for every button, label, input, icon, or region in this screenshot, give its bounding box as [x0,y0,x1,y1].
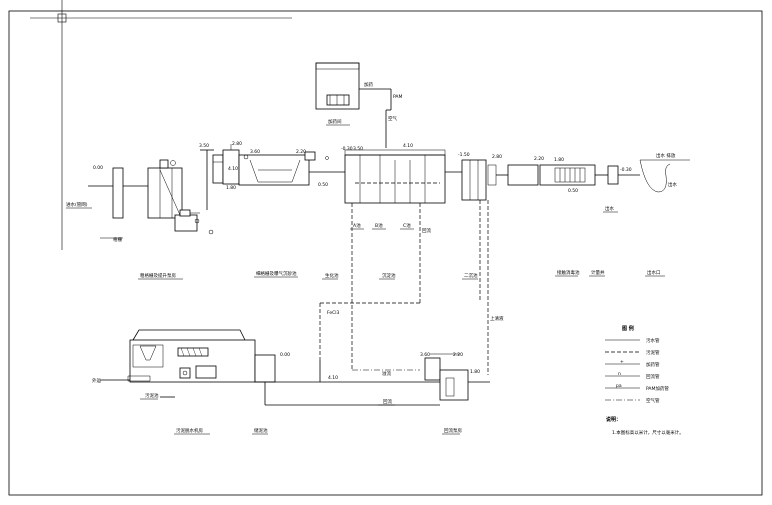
svg-text:4.10: 4.10 [228,166,238,172]
uv-channel [507,164,539,186]
legend: 图 例 污水管 污泥管 + 加药管 n 回流管 pa PAM加药管 空气管 [605,325,669,404]
svg-text:0.50: 0.50 [568,188,578,194]
section-title-7: 计量井 [591,269,605,276]
dewatering-house [129,339,256,383]
svg-text:回流管: 回流管 [646,373,660,380]
svg-text:3.50: 3.50 [353,146,363,152]
svg-text:0.50: 0.50 [318,182,328,188]
svg-text:2.80: 2.80 [232,141,242,147]
screen-well [112,167,124,219]
svg-text:-0.30: -0.30 [620,167,632,173]
svg-text:出水: 出水 [668,181,677,188]
drawing-frame [8,10,763,496]
svg-text:2.20: 2.20 [296,149,306,155]
svg-text:4.10: 4.10 [403,143,413,149]
svg-text:空气: 空气 [388,115,397,122]
svg-text:2.20: 2.20 [534,156,544,162]
clarifier [461,159,487,201]
svg-text:回流: 回流 [422,227,431,234]
pump-label: 格栅 [113,236,122,243]
svg-text:2.80: 2.80 [492,154,502,160]
svg-text:空气管: 空气管 [646,397,660,404]
svg-text:1.80: 1.80 [554,157,564,163]
svg-text:上清液: 上清液 [490,315,504,322]
svg-text:加药: 加药 [364,81,373,88]
b-tank-label: B池 [375,222,383,229]
section-title-1: 粗格栅及提升泵房 [140,272,176,279]
svg-text:0.00: 0.00 [280,352,290,358]
section-title-3: 生化池 [325,272,339,279]
svg-text:3.50: 3.50 [199,143,209,149]
notes-line1: 1.本图标高以米计，尺寸以毫米计。 [612,429,684,436]
svg-text:1.80: 1.80 [470,369,480,375]
meter-well [607,165,619,185]
svg-text:溢流: 溢流 [382,370,391,377]
svg-text:2.20: 2.20 [453,352,463,358]
outfall-channel [639,159,671,193]
svg-text:3.60: 3.60 [250,149,260,155]
section-title-9: 污泥脱水机房 [176,427,203,434]
section-title-5: 二沉池 [464,272,478,279]
svg-text:-0.30: -0.30 [341,146,353,152]
svg-text:pa: pa [616,384,622,389]
svg-text:4.10: 4.10 [328,375,338,381]
svg-text:污泥管: 污泥管 [646,349,660,356]
return-pump-well [424,357,441,381]
svg-text:FeCl3: FeCl3 [327,310,340,316]
inlet-elev: 0.00 [93,165,103,171]
svg-text:加药管: 加药管 [646,361,660,368]
crosshair-cursor-icon [30,0,292,250]
svg-text:-1.50: -1.50 [458,152,470,158]
svg-text:3.60: 3.60 [420,352,430,358]
legend-title: 图 例 [622,325,634,332]
section-title-8: 出水口 [647,269,661,276]
svg-text:PAM: PAM [393,94,403,100]
section-title-2: 细格栅及曝气沉砂池 [256,270,297,277]
svg-text:+: + [620,359,624,365]
svg-text:出水: 出水 [605,205,614,212]
inlet-label: 进水(管网) [66,201,88,208]
svg-text:PAM加药管: PAM加药管 [646,385,669,392]
dosing-room-label: 加药间 [328,118,342,125]
pump-house [147,167,183,219]
svg-text:回流: 回流 [383,398,392,405]
outlet-label: 出水 排放 [656,152,676,159]
a-tank-label: A池 [353,222,361,229]
svg-text:污水管: 污水管 [646,337,660,344]
fine-screen [212,154,224,184]
sludge-out-label: 外运 [92,377,101,384]
section-title-10: 储泥池 [254,427,268,434]
section-title-6: 接触消毒池 [557,269,580,276]
section-title-4: 沉淀池 [382,272,396,279]
svg-text:1.80: 1.80 [226,185,236,191]
svg-text:污泥池: 污泥池 [145,392,159,399]
c-tank-label: C池 [403,222,411,229]
notes-title: 说明： [606,416,621,423]
svg-text:n: n [618,372,621,377]
section-title-11: 回流泵房 [444,427,462,434]
